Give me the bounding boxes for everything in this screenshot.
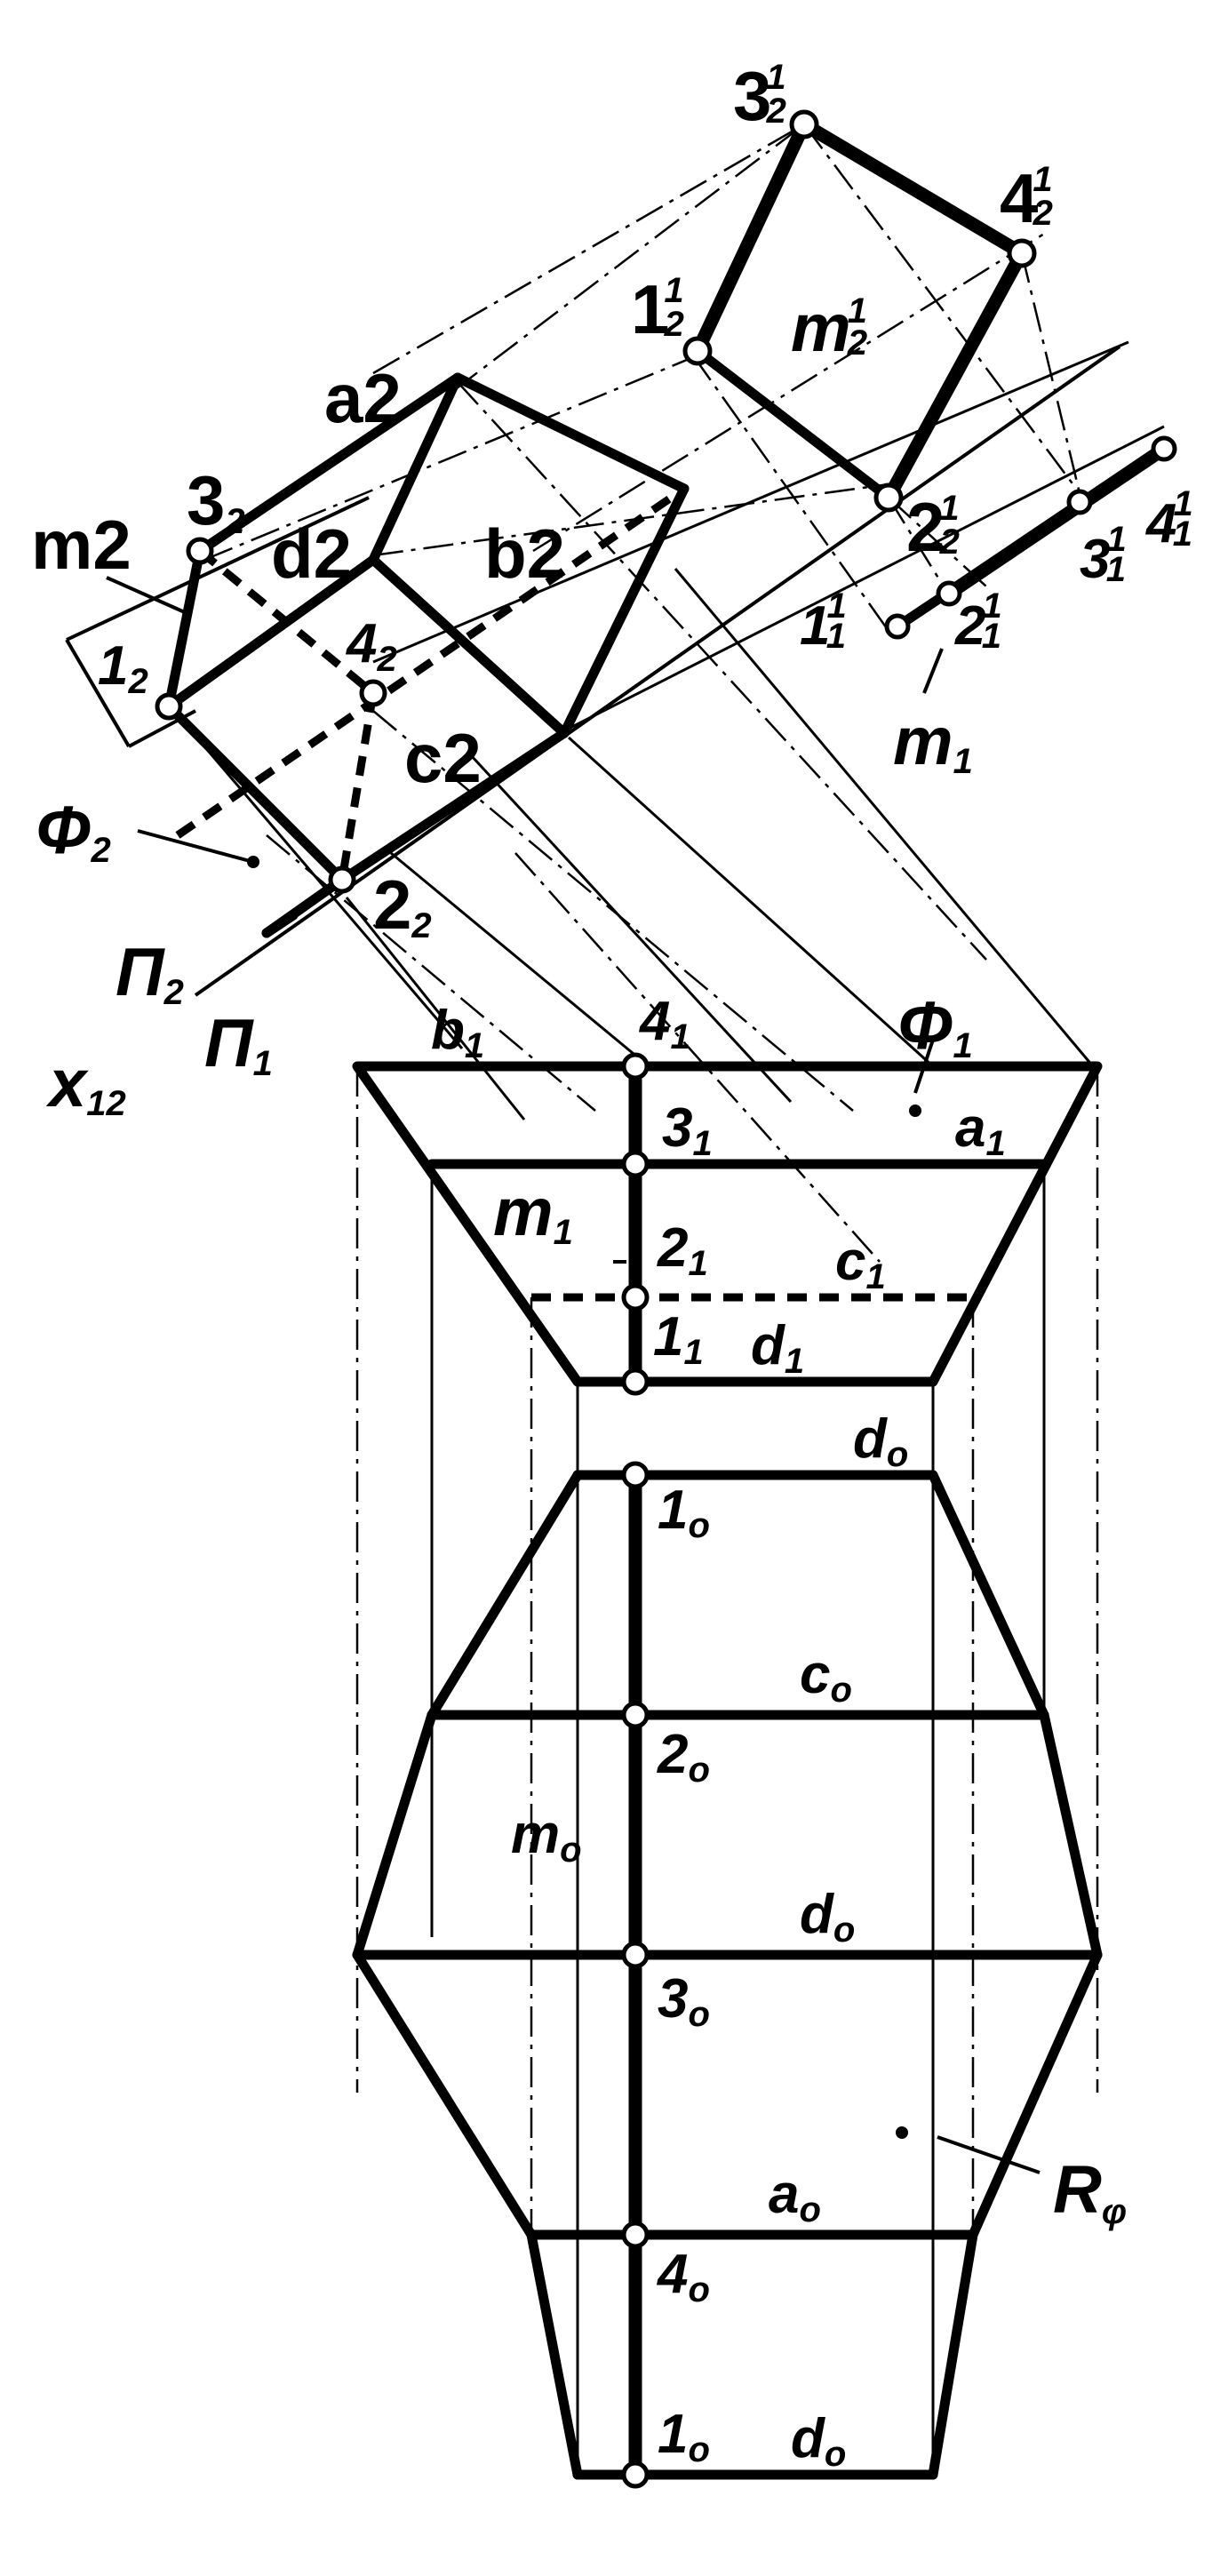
point-4-2 xyxy=(359,679,387,707)
label-d1: d1 xyxy=(751,1315,804,1381)
point-4-2-prime xyxy=(1007,238,1037,268)
point-3-0 xyxy=(621,1941,650,1969)
label-4-2: 42 xyxy=(345,613,397,679)
label-c2: c2 xyxy=(404,719,482,797)
label-2-0: 2o xyxy=(657,1724,710,1790)
label-4-0: 4o xyxy=(656,2244,710,2309)
label-pi1: Π1 xyxy=(204,1006,273,1083)
label-3-0: 3o xyxy=(658,1968,710,2034)
label-m0: mo xyxy=(511,1804,582,1870)
point-1-1-prime xyxy=(884,613,911,640)
label-c1: c1 xyxy=(835,1231,886,1296)
label-x12: x12 xyxy=(45,1046,126,1123)
label-1-0-bottom: 1o xyxy=(658,2404,710,2469)
development-view: do 1o co 2o mo do 3o ao 4o Rφ 1o do xyxy=(352,1408,1127,2489)
label-3-2: 32 xyxy=(187,461,245,541)
point-1-1 xyxy=(621,1368,650,1396)
label-m1-right: m1 xyxy=(893,704,973,781)
label-4-1: 41 xyxy=(638,991,690,1057)
point-3-1-prime xyxy=(1066,489,1093,515)
point-4-0 xyxy=(621,2221,650,2249)
point-2-0 xyxy=(621,1701,650,1729)
point-1-2 xyxy=(155,692,183,721)
point-3-1 xyxy=(621,1150,650,1178)
label-1-0: 1o xyxy=(658,1479,710,1545)
label-d0-top: do xyxy=(853,1408,908,1474)
label-2-1: 21 xyxy=(657,1217,708,1283)
point-4-1 xyxy=(621,1052,650,1081)
label-phi2: Φ2 xyxy=(36,793,111,870)
label-a1: a1 xyxy=(955,1097,1006,1163)
point-1-0 xyxy=(621,1461,650,1489)
point-2-2 xyxy=(328,865,356,894)
label-b2: b2 xyxy=(484,514,565,593)
point-2-2-prime xyxy=(873,483,904,513)
label-2-2: 22 xyxy=(373,865,432,945)
label-c0: co xyxy=(800,1644,852,1710)
label-b1: b1 xyxy=(431,1000,484,1065)
front-view: a2 b2 c2 d2 m2 32 12 42 22 Φ2 Π2 Π1 x12 xyxy=(31,345,1121,1123)
construction-lines xyxy=(203,123,1165,2475)
label-m1: m1 xyxy=(493,1175,573,1252)
label-m2: m2 xyxy=(31,506,132,584)
label-1-1: 11 xyxy=(653,1306,704,1372)
label-a2: a2 xyxy=(324,359,402,437)
point-3-2 xyxy=(186,537,214,565)
label-pi2: Π2 xyxy=(116,935,184,1012)
label-a0: ao xyxy=(769,2164,821,2229)
label-phi1: Φ1 xyxy=(897,988,973,1065)
label-d2: d2 xyxy=(271,514,352,593)
point-4-1-prime xyxy=(1151,435,1177,462)
point-1-0-bottom xyxy=(621,2460,650,2489)
point-1-2-prime xyxy=(682,336,713,366)
label-r-phi: Rφ xyxy=(1053,2152,1127,2231)
label-d0-bottom: do xyxy=(791,2408,846,2474)
point-2-1-prime xyxy=(936,580,962,607)
label-1-2: 12 xyxy=(98,635,148,701)
point-2-1 xyxy=(621,1283,650,1312)
top-view: Φ1 b1 41 31 a1 m1 21 c1 11 d1 xyxy=(352,988,1103,1475)
point-3-2-prime xyxy=(789,109,819,140)
label-d0-mid: do xyxy=(800,1884,855,1950)
label-3-1: 31 xyxy=(662,1097,713,1163)
